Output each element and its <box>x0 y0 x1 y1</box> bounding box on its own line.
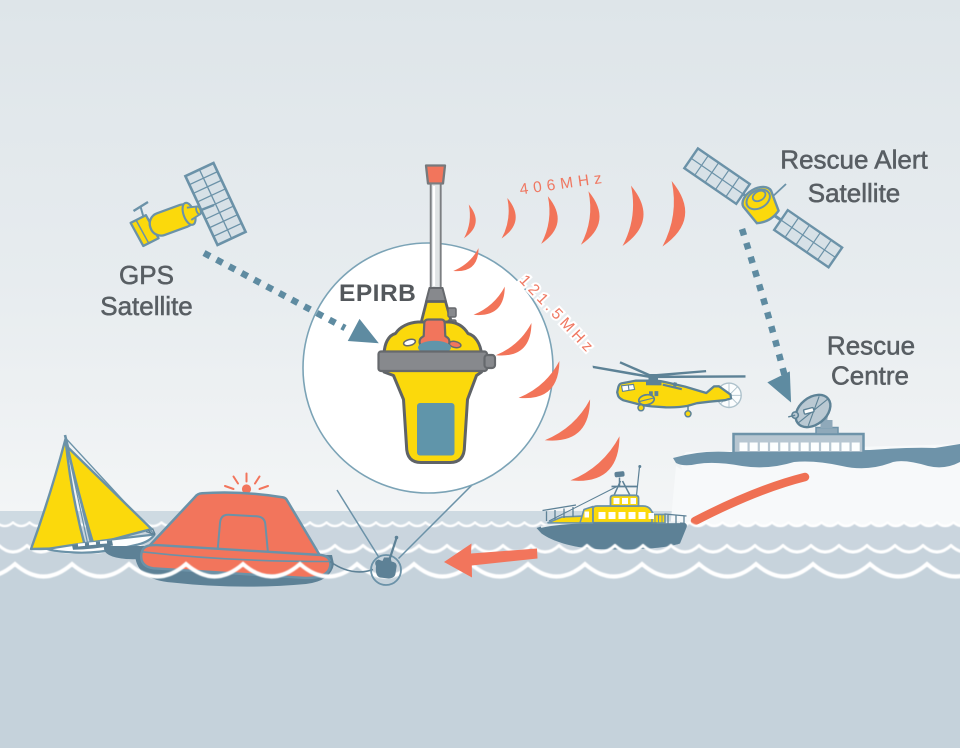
svg-text:Rescue: Rescue <box>827 331 915 361</box>
svg-text:Satellite: Satellite <box>808 178 901 208</box>
svg-text:GPS: GPS <box>119 260 174 290</box>
svg-text:Satellite: Satellite <box>100 291 193 321</box>
svg-text:Centre: Centre <box>831 361 909 391</box>
svg-text:EPIRB: EPIRB <box>339 280 416 307</box>
svg-text:Rescue Alert: Rescue Alert <box>780 145 928 175</box>
